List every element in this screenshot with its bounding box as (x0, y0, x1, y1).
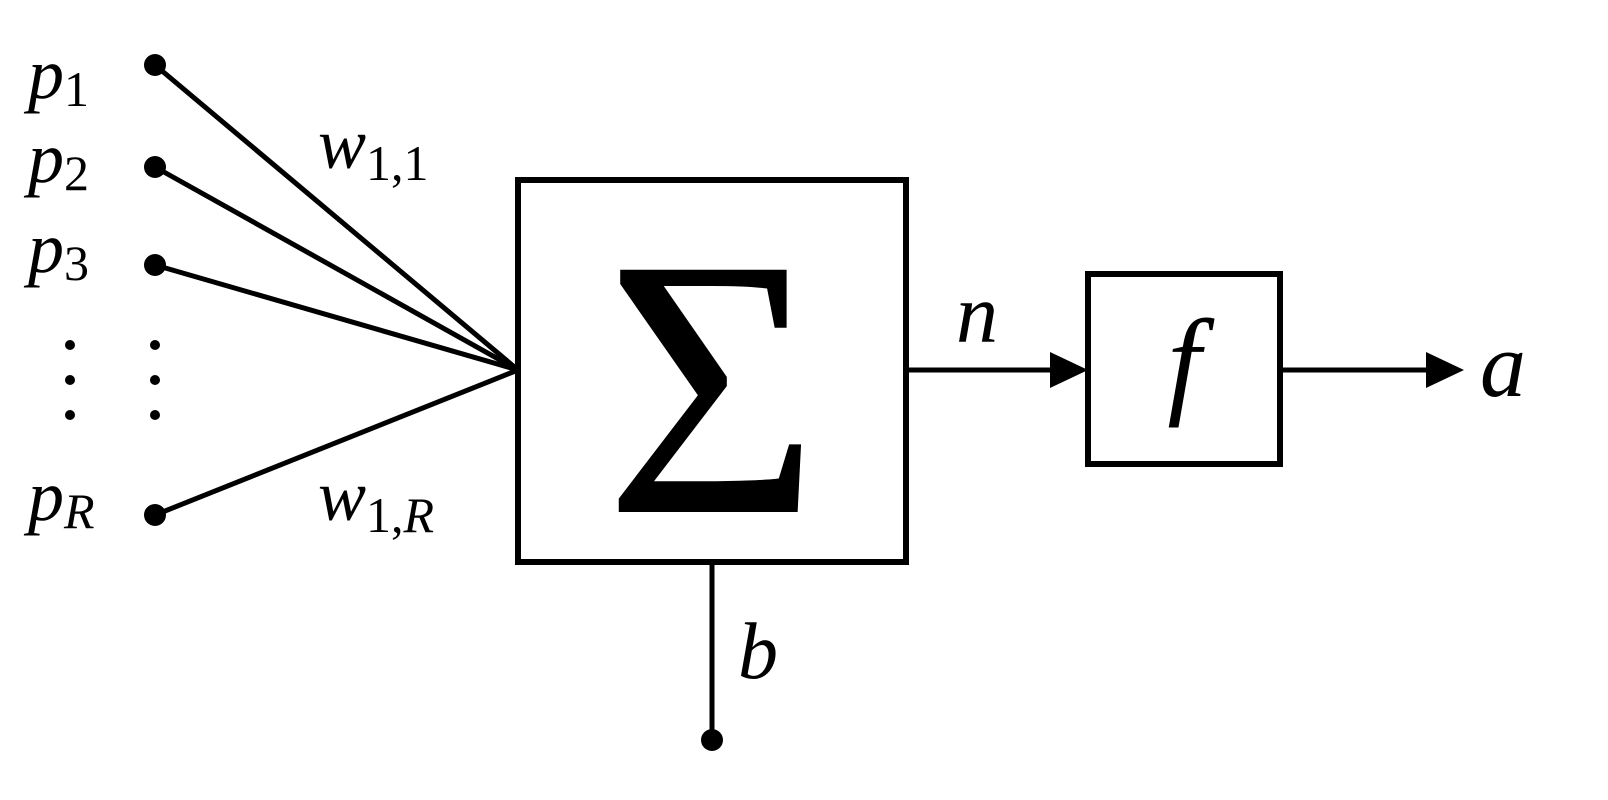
summation-symbol: Σ (604, 183, 819, 593)
weight-last-subscript-var: R (403, 487, 435, 543)
input-label-p1: p1 (23, 34, 89, 117)
input-p3-subscript: 3 (64, 235, 89, 291)
weight-line-p2 (152, 164, 521, 373)
weight-label-last: w1,R (318, 456, 434, 543)
input-label-pR: pR (23, 456, 95, 539)
weight-first-subscript: 1,1 (366, 135, 429, 191)
input-label-p3: p3 (23, 208, 89, 291)
output-label: a (1480, 314, 1526, 416)
weight-last-symbol: w (318, 456, 366, 536)
input-p3-symbol: p (23, 208, 64, 288)
net-input-arrowhead (1050, 352, 1088, 388)
net-input-label: n (956, 268, 998, 361)
weight-first-symbol: w (318, 104, 366, 184)
weight-label-first: w1,1 (318, 104, 429, 191)
input-label-p2: p2 (23, 118, 89, 201)
weight-line-p3 (152, 262, 521, 373)
ellipsis-labels (65, 340, 75, 420)
input-pR-symbol: p (23, 456, 64, 536)
weight-line-pR (152, 367, 521, 518)
weight-last-subscript-num: 1, (366, 487, 404, 543)
summation-box (515, 177, 909, 565)
output-arrowhead (1426, 352, 1464, 388)
input-p2-symbol: p (23, 118, 64, 198)
input-p1-symbol: p (23, 34, 64, 114)
ellipsis-inputs (150, 340, 160, 420)
input-p2-subscript: 2 (64, 145, 89, 201)
input-pR-subscript: R (63, 483, 95, 539)
bias-dot (701, 729, 723, 751)
weight-line-p1 (152, 62, 521, 373)
transfer-function-box (1085, 271, 1283, 467)
input-p1-subscript: 1 (64, 61, 89, 117)
bias-label: b (738, 608, 778, 696)
